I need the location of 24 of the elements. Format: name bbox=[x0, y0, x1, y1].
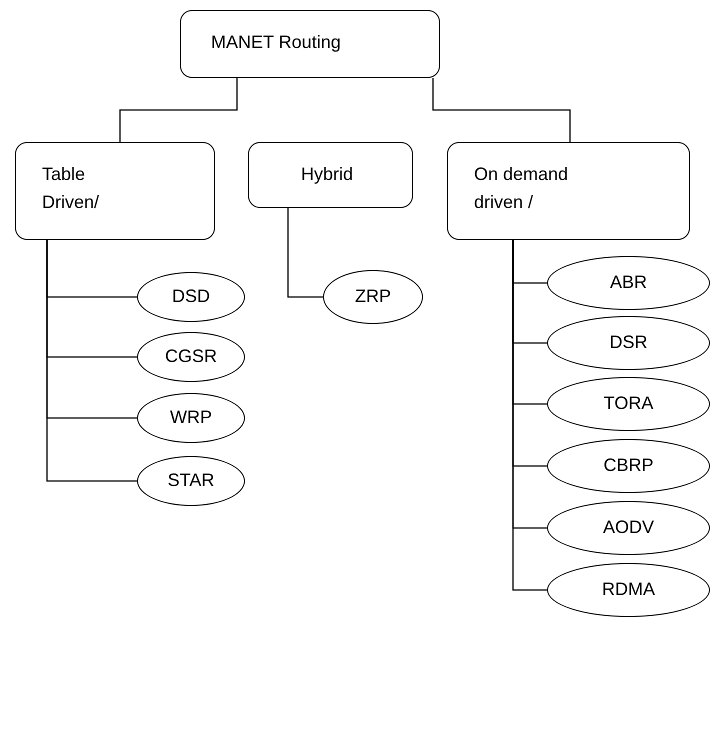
node-label: DSR bbox=[609, 331, 648, 354]
node-label: On demand driven / bbox=[474, 163, 570, 214]
connector-line bbox=[119, 78, 238, 142]
node-label: ABR bbox=[610, 271, 647, 294]
node-label: Table Driven/ bbox=[42, 163, 100, 214]
connector-line bbox=[432, 78, 571, 142]
category-box bbox=[447, 142, 690, 240]
category-box bbox=[15, 142, 215, 240]
connector-line bbox=[512, 240, 547, 591]
connector-line bbox=[46, 240, 137, 482]
node-label: AODV bbox=[602, 516, 654, 540]
node-label: MANET Routing bbox=[211, 31, 341, 54]
node-label: DSD bbox=[172, 285, 210, 308]
node-label: STAR bbox=[168, 469, 214, 492]
connector-line bbox=[287, 208, 323, 298]
node-label: TORA bbox=[604, 392, 654, 416]
node-label: RDMA bbox=[602, 578, 655, 602]
category-box bbox=[180, 10, 440, 78]
node-label: WRP bbox=[170, 406, 212, 430]
node-label: CGSR bbox=[164, 345, 217, 368]
node-label: Hybrid bbox=[301, 163, 354, 186]
category-box bbox=[248, 142, 413, 208]
node-label: ZRP bbox=[355, 285, 391, 308]
node-label: CBRP bbox=[603, 454, 654, 478]
